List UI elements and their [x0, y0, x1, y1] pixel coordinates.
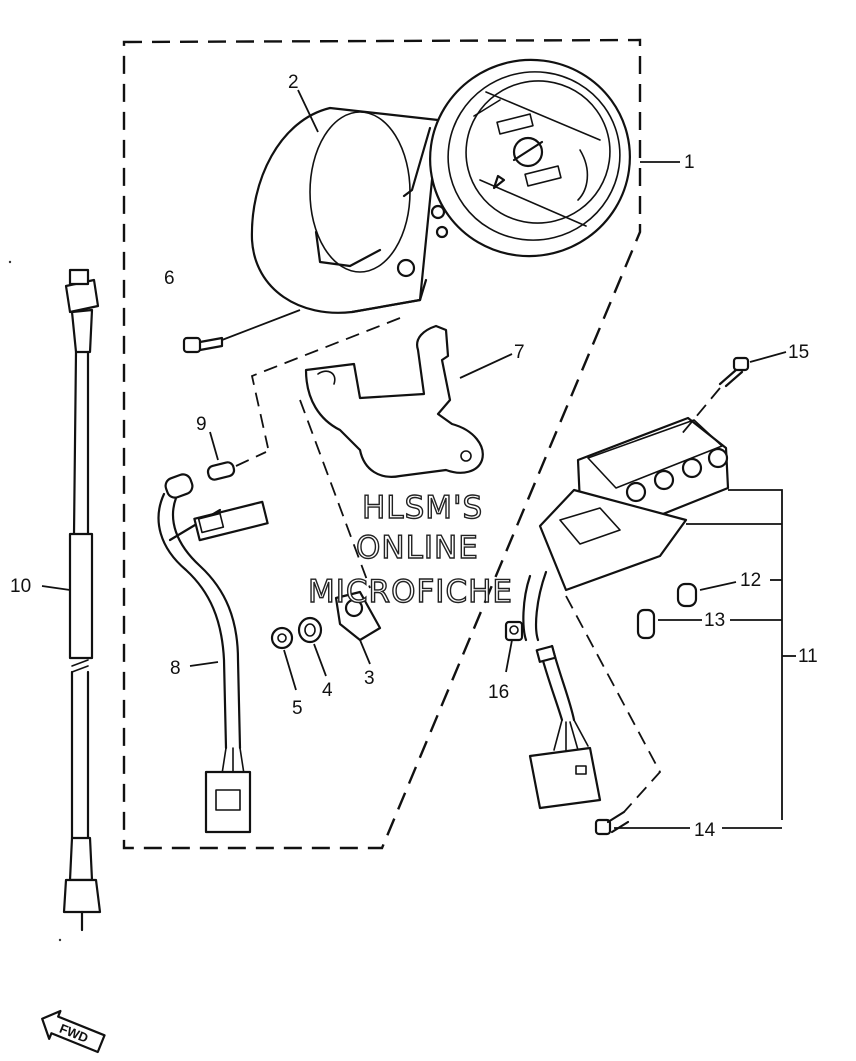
- callout-1: 1: [684, 152, 695, 173]
- watermark-line-3: MICROFICHE: [308, 574, 513, 610]
- grommet-part-16: [504, 620, 524, 642]
- indicator-connector: [528, 644, 602, 810]
- callout-16: 16: [488, 682, 509, 703]
- callout-14: 14: [694, 820, 716, 841]
- grommet-part-3: [334, 590, 382, 642]
- callout-2: 2: [288, 72, 299, 93]
- callout-5: 5: [292, 698, 303, 719]
- callout-10: 10: [10, 576, 31, 597]
- meter-housing: [250, 106, 440, 314]
- callout-13: 13: [704, 610, 725, 631]
- nut-part-5: [270, 626, 294, 650]
- callout-15: 15: [788, 342, 809, 363]
- meter-bracket: [304, 324, 484, 478]
- speedometer-gauge: [402, 58, 631, 258]
- bulb-part-12: [676, 582, 698, 608]
- watermark-line-1: HLSM'S: [362, 490, 483, 526]
- forward-direction-arrow: FWD: [41, 1009, 106, 1054]
- screw-part-6: [182, 336, 224, 354]
- callout-4: 4: [322, 680, 333, 701]
- speedometer-cable: [62, 268, 102, 932]
- callout-11: 11: [798, 646, 818, 667]
- screw-part-15: [718, 356, 750, 388]
- screw-part-14: [594, 810, 630, 836]
- wire-harness: [157, 473, 269, 834]
- callout-8: 8: [170, 658, 181, 679]
- washer-part-4: [297, 616, 323, 644]
- callout-3: 3: [364, 668, 375, 689]
- callout-7: 7: [514, 342, 525, 363]
- callout-9: 9: [196, 414, 207, 435]
- callout-6: 6: [164, 268, 175, 289]
- indicator-assembly: [522, 416, 730, 642]
- watermark-line-2: ONLINE: [356, 530, 479, 566]
- callout-12: 12: [740, 570, 761, 591]
- bulb-part-13: [636, 608, 656, 640]
- bulb-part-9: [206, 461, 236, 481]
- assembly-boundary: [122, 38, 642, 850]
